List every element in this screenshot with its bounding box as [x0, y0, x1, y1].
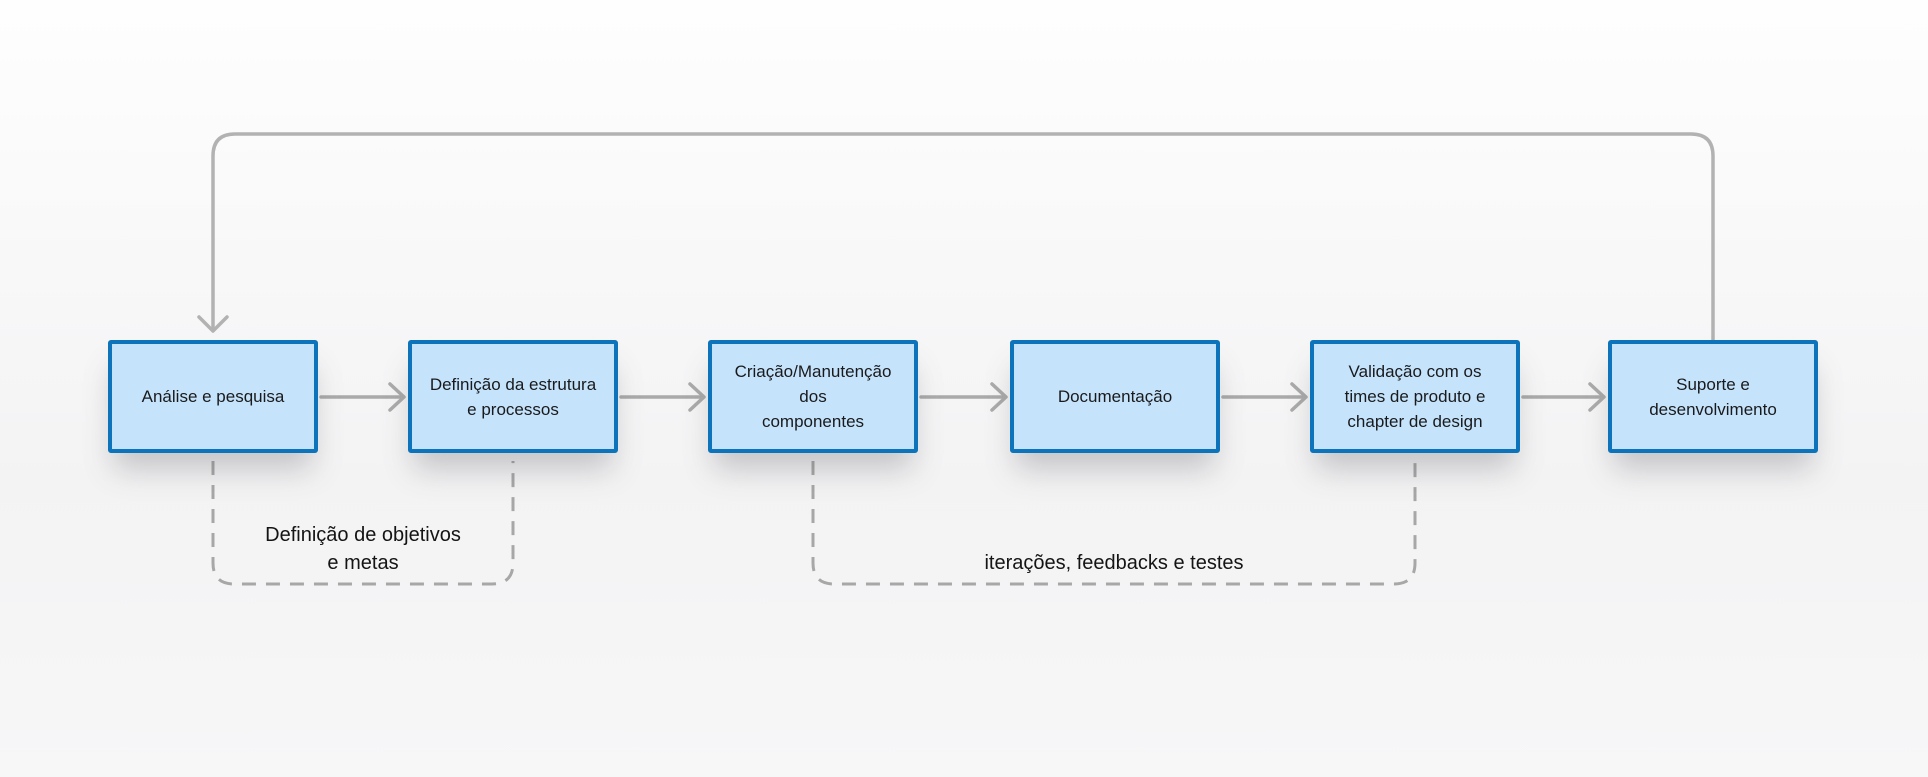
step-documentacao: Documentação — [1010, 340, 1220, 453]
flow-arrow-head-1-icon — [388, 382, 406, 412]
flow-arrow-head-2-icon — [688, 382, 706, 412]
step-label: Criação/Manutenção dos componentes — [734, 362, 892, 431]
dashed-brackets — [211, 461, 1417, 586]
feedback-loop-line — [211, 132, 1715, 342]
step-suporte-desenvolvimento: Suporte e desenvolvimento — [1608, 340, 1818, 453]
step-label: Documentação — [1057, 387, 1173, 406]
flow-arrow-head-3-icon — [990, 382, 1008, 412]
feedback-loop-arrowhead-icon — [197, 315, 229, 333]
step-validacao-times: Validação com os times de produto e chap… — [1310, 340, 1520, 453]
step-label: Suporte e desenvolvimento — [1649, 374, 1777, 419]
step-criacao-manutencao-componentes: Criação/Manutenção dos componentes — [708, 340, 918, 453]
bracket-iteracoes-feedbacks — [811, 461, 1417, 586]
flow-arrow-head-5-icon — [1588, 382, 1606, 412]
bracket-objetivos-e-metas — [211, 461, 515, 586]
step-label: Validação com os times de produto e chap… — [1344, 362, 1486, 431]
flow-arrows — [319, 382, 1606, 412]
annotation-iteracoes-feedbacks-testes: iterações, feedbacks e testes — [984, 552, 1244, 574]
step-label: Definição da estrutura e processos — [429, 374, 597, 419]
step-analise-e-pesquisa: Análise e pesquisa — [108, 340, 318, 453]
step-definicao-da-estrutura: Definição da estrutura e processos — [408, 340, 618, 453]
step-label: Análise e pesquisa — [141, 387, 285, 406]
flow-arrow-head-4-icon — [1290, 382, 1308, 412]
annotation-definicao-objetivos-metas: Definição de objetivos e metas — [265, 524, 461, 574]
